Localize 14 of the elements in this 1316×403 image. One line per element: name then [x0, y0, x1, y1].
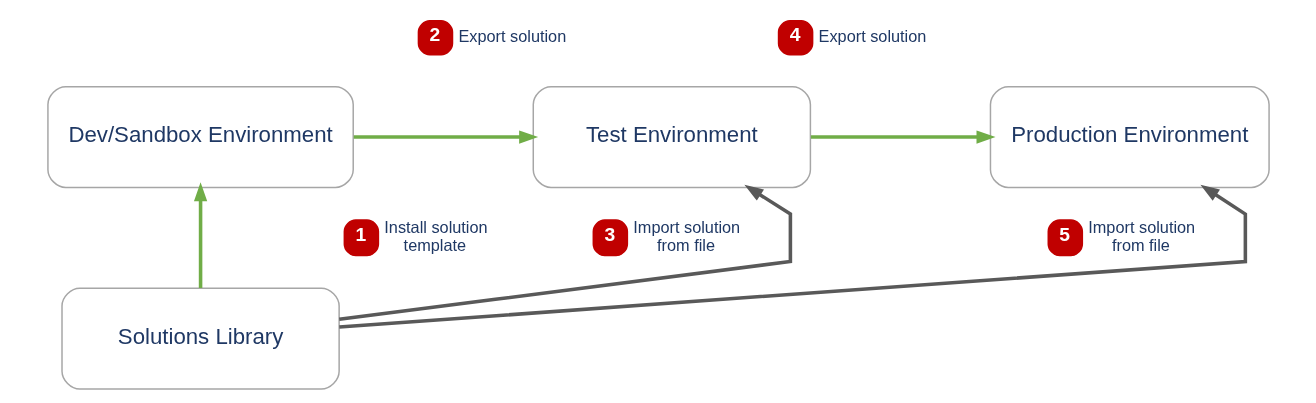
- node-label: Import solution from file: [632, 218, 740, 254]
- node-label: Install solution template: [383, 218, 488, 254]
- arrow: [193, 182, 207, 288]
- node-box: Test Environment: [532, 85, 811, 189]
- node-label: Import solution from file: [1087, 218, 1195, 254]
- arrow: [338, 184, 792, 322]
- node-label: Export solution: [818, 26, 926, 45]
- node-box: Solutions Library: [60, 287, 340, 390]
- arrow: [338, 184, 1247, 329]
- arrow: [810, 130, 996, 144]
- node-label: Export solution: [457, 26, 566, 45]
- arrow: [353, 130, 538, 144]
- node-box: Dev/Sandbox Environment: [46, 85, 354, 189]
- node-box: Production Environment: [989, 85, 1270, 189]
